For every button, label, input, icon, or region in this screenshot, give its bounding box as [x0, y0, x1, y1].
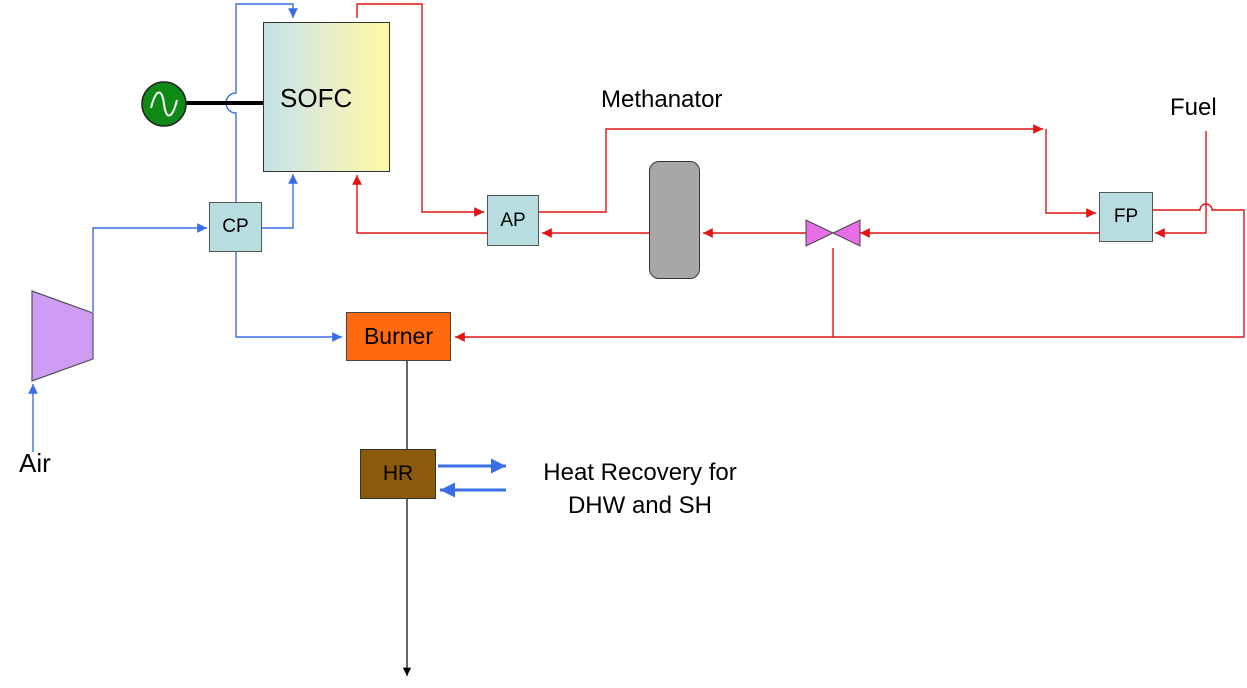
cp-to-sofc-cathode-line [262, 174, 298, 229]
generator-icon [141, 81, 187, 127]
valve-icon [805, 219, 861, 247]
ap-label: AP [500, 209, 526, 231]
cp-label: CP [222, 216, 249, 237]
sofc-label: SOFC [280, 83, 353, 113]
methanator-vessel [649, 161, 700, 279]
heat-recovery-unit: HR [360, 449, 436, 499]
methanator-label: Methanator [601, 86, 723, 113]
heat-recovery-label-line2: DHW and SH [567, 492, 713, 519]
fuel-inlet-line [1155, 131, 1207, 238]
air-label: Air [19, 448, 51, 478]
fuel-preheater: FP [1099, 192, 1153, 242]
cp-to-burner-line [235, 252, 342, 342]
air-compressor-to-cp-line [92, 223, 207, 312]
air-compressor-icon [31, 290, 94, 382]
fp-label: FP [1113, 206, 1139, 227]
hr-label: HR [382, 462, 414, 485]
anode-exhaust-to-ap-line [356, 3, 484, 217]
ap-to-sofc-anode-line [352, 175, 487, 234]
methanator-drop-line [1045, 129, 1096, 218]
fp-to-burner-line [455, 203, 1245, 342]
sofc-stack: SOFC [263, 22, 390, 172]
fuel-label: Fuel [1170, 94, 1217, 121]
ap-to-fp-line [539, 124, 1043, 213]
heat-recovery-label-line1: Heat Recovery for [543, 459, 737, 486]
burner: Burner [346, 312, 451, 361]
sofc-bypass-air-line [225, 3, 298, 202]
heat-recovery-label: Heat Recovery for DHW and SH [500, 456, 780, 522]
compressor-preheater: CP [209, 202, 262, 252]
anode-preheater: AP [487, 195, 539, 246]
burner-label: Burner [363, 323, 434, 349]
